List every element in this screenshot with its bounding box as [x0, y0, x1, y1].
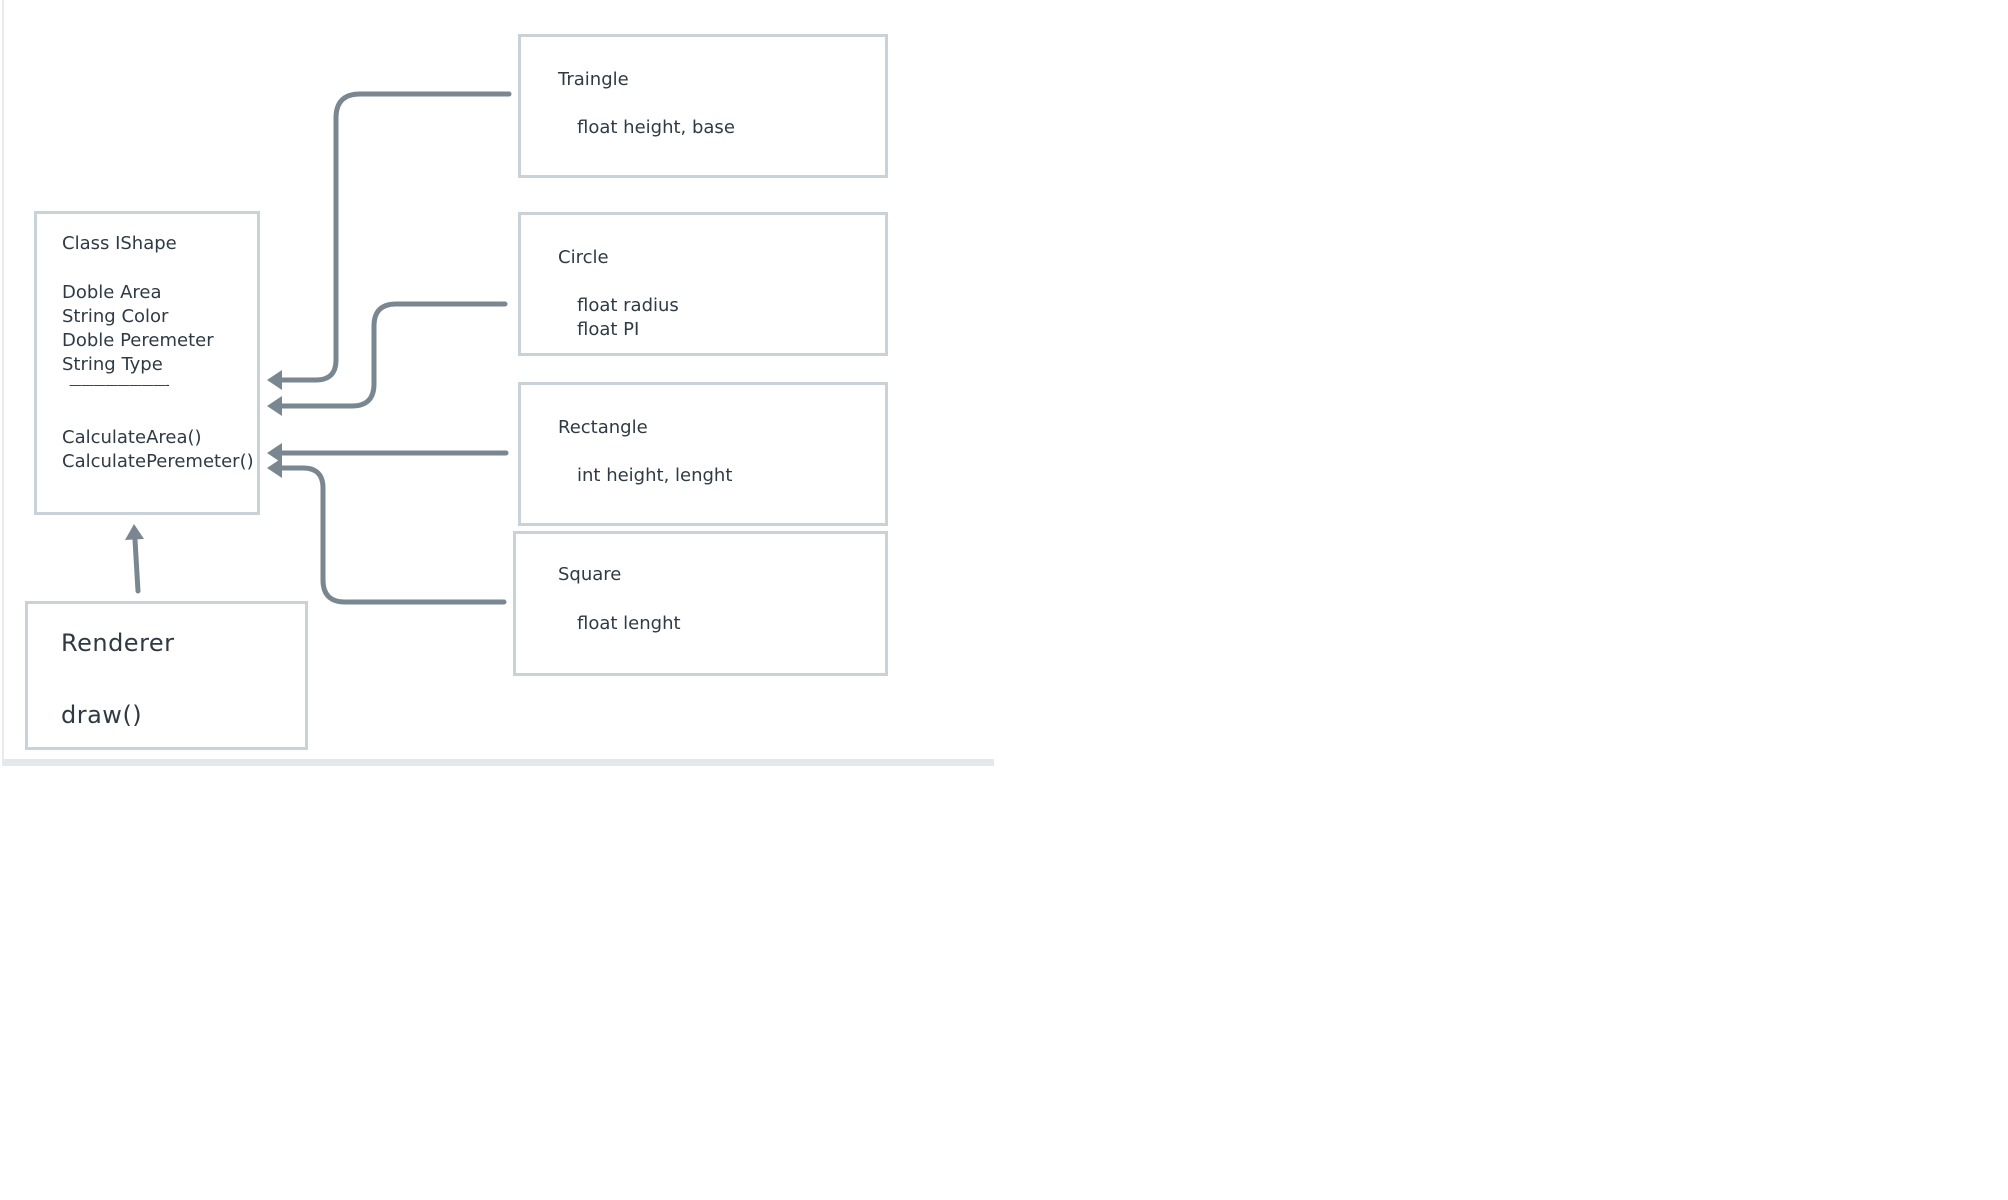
- square-class-box[interactable]: Square float lenght: [513, 531, 888, 676]
- renderer-title: Renderer: [61, 629, 175, 657]
- ishape-field-peremeter: Doble Peremeter: [62, 330, 214, 351]
- triangle-title: Traingle: [558, 69, 629, 90]
- ishape-title: Class IShape: [62, 233, 177, 254]
- renderer-method-draw: draw(): [61, 701, 143, 729]
- circle-field-radius: float radius: [577, 295, 679, 316]
- square-title: Square: [558, 564, 622, 585]
- ishape-field-area: Doble Area: [62, 282, 162, 303]
- circle-title: Circle: [558, 247, 609, 268]
- rectangle-field-height-lenght: int height, lenght: [577, 465, 733, 486]
- rectangle-title: Rectangle: [558, 417, 648, 438]
- renderer-class-box[interactable]: Renderer draw(): [25, 601, 308, 750]
- circle-field-pi: float PI: [577, 319, 640, 340]
- ishape-method-calculate-peremeter: CalculatePeremeter(): [62, 451, 254, 472]
- ishape-field-color: String Color: [62, 306, 169, 327]
- ishape-class-box[interactable]: Class IShape Doble Area String Color Dob…: [34, 211, 260, 515]
- ishape-field-type: String Type: [62, 354, 163, 375]
- ishape-separator: ————————-: [69, 378, 170, 393]
- square-field-lenght: float lenght: [577, 613, 681, 634]
- rectangle-class-box[interactable]: Rectangle int height, lenght: [518, 382, 888, 526]
- triangle-class-box[interactable]: Traingle float height, base: [518, 34, 888, 178]
- triangle-field-height-base: float height, base: [577, 117, 735, 138]
- ishape-method-calculate-area: CalculateArea(): [62, 427, 202, 448]
- circle-class-box[interactable]: Circle float radius float PI: [518, 212, 888, 356]
